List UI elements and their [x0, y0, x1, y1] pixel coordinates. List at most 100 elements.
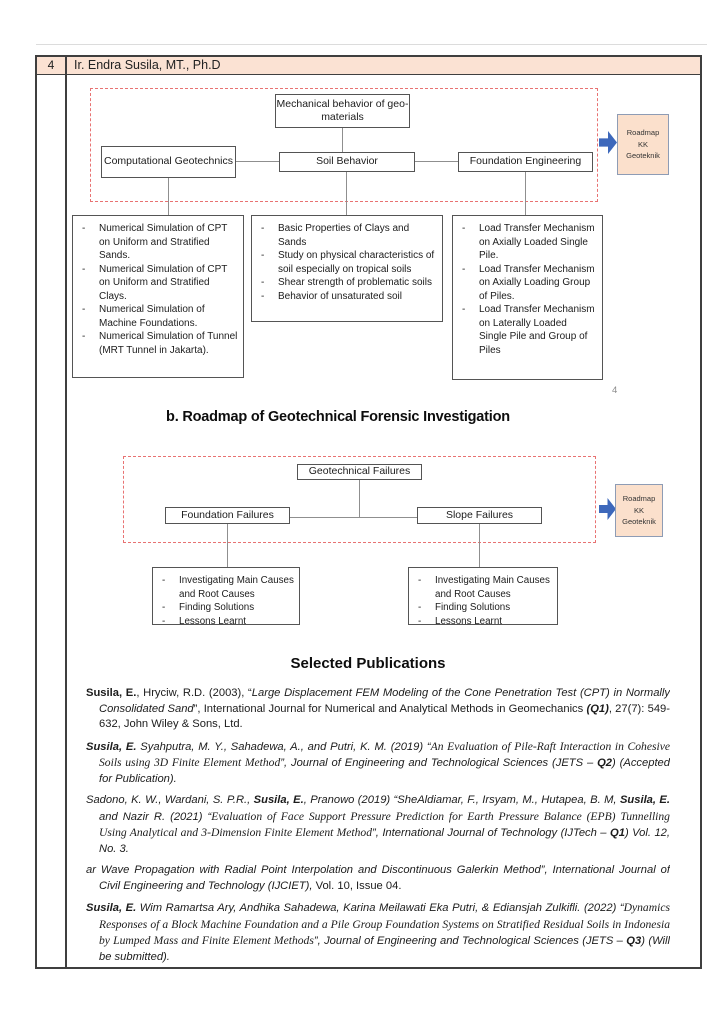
bullet-dash: -: [162, 602, 166, 613]
bullet-item: - Numerical Simulation of Tunnel (MRT Tun…: [81, 330, 238, 357]
bullet-item: - Basic Properties of Clays and Sands: [260, 222, 437, 249]
publication-entry: Susila, E. Wim Ramartsa Ary, Andhika Sah…: [86, 900, 670, 965]
section-b-heading: b. Roadmap of Geotechnical Forensic Inve…: [166, 409, 510, 425]
bullet-text: Investigating Main Causes and Root Cause…: [179, 575, 294, 600]
publication-segment: Susila, E.: [619, 794, 670, 806]
bullet-text: Lessons Learnt: [435, 615, 502, 625]
publication-entry: Susila, E. Syahputra, M. Y., Sahadewa, A…: [86, 739, 670, 788]
bullet-item: -Study on physical characteristics of so…: [260, 249, 437, 276]
bullet-item: -Lessons Learnt: [161, 615, 294, 625]
person-name-cell: Ir. Endra Susila, MT., Ph.D: [74, 58, 221, 72]
bullet-item: - Behavior of unsaturated soil: [260, 290, 437, 304]
bullet-item: -Lessons Learnt: [417, 615, 552, 625]
node-foundation-failures: Foundation Failures: [165, 507, 290, 524]
publication-segment: Q1: [610, 827, 625, 839]
publication-segment: Susila, E.: [86, 687, 137, 699]
forensic-foundation-list: - Investigating Main Causes and Root Caus…: [152, 567, 300, 625]
bullet-text: Investigating Main Causes and Root Cause…: [435, 575, 550, 600]
side-box-line: Geoteknik: [626, 151, 660, 161]
connector-line: [236, 161, 279, 162]
bullet-item: - Finding Solutions: [161, 601, 294, 615]
publication-segment: Susila, E.: [86, 902, 137, 914]
roadmap-a-dashed-boundary: [90, 88, 598, 202]
publication-segment: Dynamics Responses of a Block Machine Fo…: [99, 901, 670, 947]
bullet-dash: -: [418, 602, 422, 613]
roadmap-kk-geoteknik-box: Roadmap KK Geoteknik: [617, 114, 669, 175]
bullet-text: Load Transfer Mechanism on Axially Loadi…: [479, 263, 595, 302]
publication-segment: Susila, E.: [86, 740, 137, 753]
publication-segment: Large Displacement FEM Modeling of the C…: [99, 687, 670, 715]
bullet-text: Load Transfer Mechanism on Laterally Loa…: [479, 304, 595, 356]
side-box-line: KK: [637, 139, 648, 149]
profile-table: 4 Ir. Endra Susila, MT., Ph.D: [35, 55, 702, 969]
node-computational-geotechnics: Computational Geotechnics: [101, 146, 236, 178]
connector-line: [227, 524, 228, 567]
topics-soil-list: -Basic Properties of Clays and Sands-Stu…: [251, 215, 443, 322]
publication-segment: Syahputra, M. Y., Sahadewa, A., and Putr…: [136, 740, 431, 753]
connector-line: [525, 172, 526, 215]
publication-segment: Sadono, K. W., Wardani, S. P.R.,: [86, 794, 254, 806]
bullet-text: Finding Solutions: [179, 602, 255, 613]
node-mechanical-behavior: Mechanical behavior of geo-materials: [275, 94, 410, 128]
bullet-dash: -: [261, 290, 265, 302]
bullet-dash: -: [261, 277, 265, 288]
bullet-dash: -: [82, 331, 86, 342]
side-box-line: Geoteknik: [622, 517, 656, 527]
publication-segment: Q3: [626, 935, 642, 947]
bullet-item: - Load Transfer Mechanism on Axially Load…: [461, 222, 597, 263]
bullet-dash: -: [82, 223, 86, 234]
publication-segment: ”, Journal of Engineering and Technologi…: [280, 757, 598, 769]
bullet-dash: -: [261, 223, 265, 234]
publication-segment: Q2: [597, 757, 613, 769]
publication-segment: , 27(7): 549-632, John Wiley & Sons, Ltd…: [99, 702, 670, 731]
publication-segment: ”, International Journal of Technology (…: [372, 827, 610, 839]
bullet-text: Load Transfer Mechanism on Axially Loade…: [479, 223, 595, 261]
publications-heading: Selected Publications: [290, 655, 446, 672]
bullet-dash: -: [82, 304, 86, 315]
bullet-text: Finding Solutions: [435, 602, 511, 613]
page-number: 4: [612, 385, 618, 396]
publication-segment: ”, Journal of Engineering and Technologi…: [313, 935, 627, 947]
roadmap-kk-geoteknik-box: Roadmap KK Geoteknik: [615, 484, 663, 537]
node-slope-failures: Slope Failures: [417, 507, 542, 524]
bullet-text: Shear strength of problematic soils: [278, 277, 432, 288]
connector-line: [290, 517, 417, 518]
connector-line: [359, 480, 360, 517]
publication-segment: , Pranowo (2019) “SheAldiamar, F., Irsya…: [303, 794, 620, 806]
topics-foundation-list: - Load Transfer Mechanism on Axially Load…: [452, 215, 603, 380]
bullet-item: -Numerical Simulation of Machine Foundat…: [81, 303, 238, 330]
bullet-text: Study on physical characteristics of soi…: [278, 250, 435, 275]
top-divider: [36, 44, 707, 45]
connector-line: [342, 128, 343, 152]
publication-segment: Wim Ramartsa Ary, Andhika Sahadewa, Kari…: [136, 902, 624, 914]
bullet-text: Behavior of unsaturated soil: [278, 290, 402, 302]
side-box-line: Roadmap: [622, 494, 656, 504]
publication-entry: Sadono, K. W., Wardani, S. P.R., Susila,…: [86, 793, 670, 857]
bullet-text: Basic Properties of Clays and Sands: [278, 223, 410, 248]
publication-segment: ar Wave Propagation with Radial Point In…: [86, 864, 670, 892]
bullet-dash: -: [462, 223, 466, 234]
bullet-text: Numerical Simulation of Tunnel (MRT Tunn…: [99, 331, 238, 356]
bullet-text: Lessons Learnt: [179, 615, 246, 625]
publication-segment: ) Vol. 12, No. 3.: [99, 827, 670, 855]
bullet-item: -Load Transfer Mechanism on Axially Load…: [461, 263, 597, 304]
bullet-item: -Load Transfer Mechanism on Laterally Lo…: [461, 303, 597, 357]
side-box-line: KK: [633, 505, 644, 515]
side-box-line: Roadmap: [626, 128, 660, 138]
bullet-dash: -: [82, 263, 86, 275]
bullet-dash: -: [418, 575, 422, 586]
node-geotechnical-failures: Geotechnical Failures: [297, 464, 422, 480]
roadmap-b-dashed-boundary: [123, 456, 596, 543]
publication-entry: ar Wave Propagation with Radial Point In…: [86, 863, 670, 894]
publication-segment: Vol. 10, Issue 04.: [315, 879, 402, 892]
bullet-item: - Numerical Simulation of CPT on Uniform …: [81, 222, 238, 263]
publication-segment: and Nazir R. (2021) “: [99, 810, 212, 823]
bullet-text: Numerical Simulation of CPT on Uniform a…: [99, 223, 228, 261]
publication-segment: (Q1): [586, 702, 609, 715]
publication-segment: Susila, E.: [253, 794, 304, 806]
row-number-cell: 4: [47, 58, 55, 72]
bullet-item: -Investigating Main Causes and Root Caus…: [161, 574, 294, 601]
connector-line: [479, 524, 480, 567]
publication-segment: ) (Will be submitted).: [99, 935, 670, 963]
publication-segment: Evaluation of Face Support Pressure Pred…: [99, 809, 670, 840]
